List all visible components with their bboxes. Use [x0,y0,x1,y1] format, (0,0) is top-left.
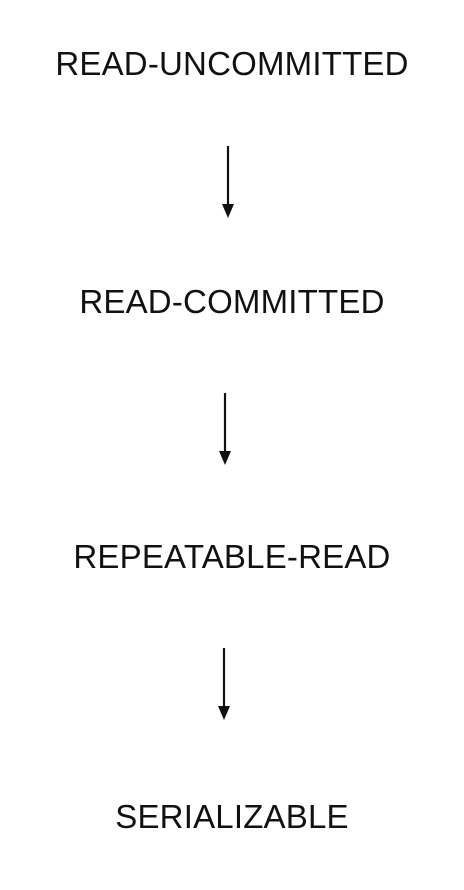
arrow-down-icon [212,648,236,722]
level-read-committed: READ-COMMITTED [79,283,385,320]
level-read-uncommitted: READ-UNCOMMITTED [55,45,409,82]
level-repeatable-read: REPEATABLE-READ [73,538,391,575]
arrow-down-icon [216,146,240,220]
level-serializable: SERIALIZABLE [115,798,349,835]
arrow-down-icon [213,393,237,467]
